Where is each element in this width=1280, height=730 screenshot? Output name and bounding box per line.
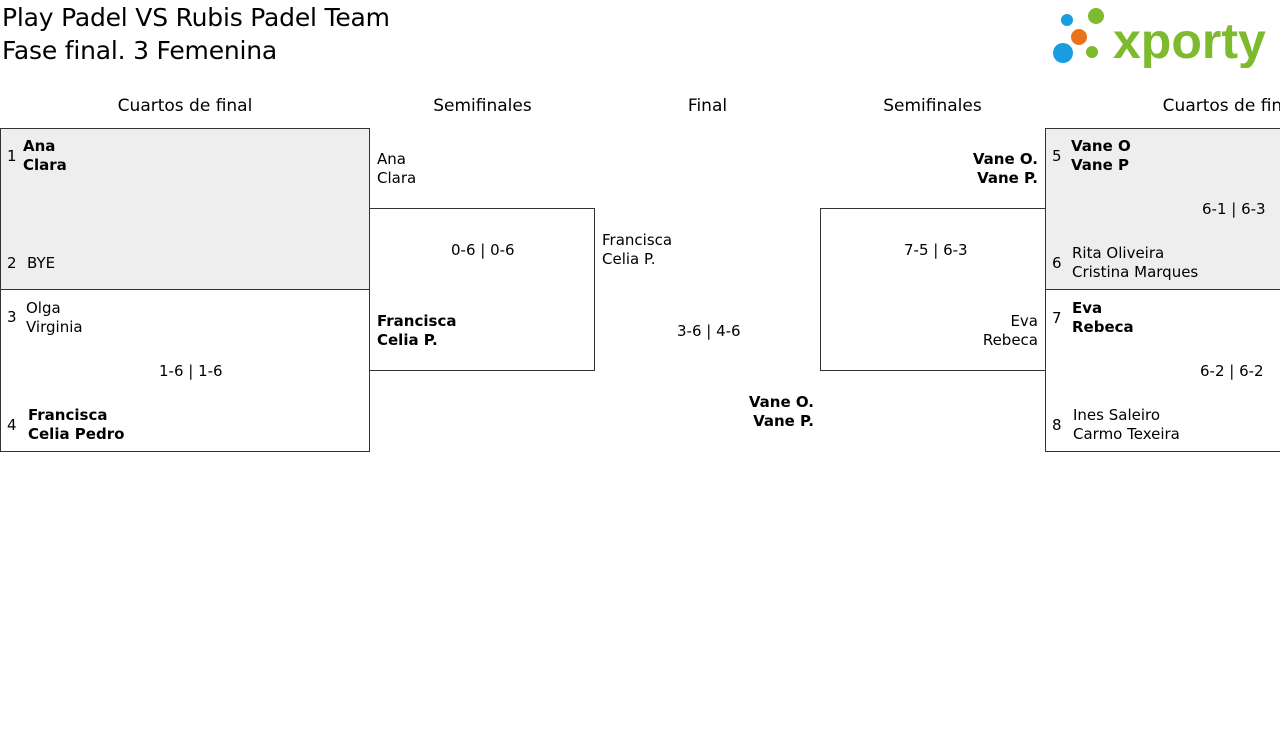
team: Ana Clara bbox=[377, 150, 416, 188]
seed-number: 8 bbox=[1052, 416, 1062, 434]
player-name: Vane P. bbox=[977, 169, 1038, 187]
svg-text:xporty: xporty bbox=[1113, 13, 1266, 68]
match-score: 0-6 | 0-6 bbox=[451, 241, 515, 259]
player-name: Vane P bbox=[1071, 156, 1129, 174]
player-name: Vane O. bbox=[748, 393, 814, 411]
round-header-final: Final bbox=[687, 96, 728, 116]
round-header-right-quarters: Cuartos de final bbox=[1162, 96, 1280, 116]
xporty-logo[interactable]: xporty bbox=[1050, 2, 1278, 69]
player-name: Francisca bbox=[602, 231, 673, 249]
player-name: Olga bbox=[26, 299, 61, 317]
player-name: Ana bbox=[377, 150, 406, 168]
team-winner: Vane O. Vane P. bbox=[920, 150, 1038, 188]
team: Olga Virginia bbox=[26, 299, 83, 337]
round-header-left-semis: Semifinales bbox=[433, 96, 532, 116]
team-winner: Vane O Vane P bbox=[1071, 137, 1131, 175]
seed-number: 1 bbox=[7, 147, 17, 165]
page-title: Play Padel VS Rubis Padel Team bbox=[2, 3, 390, 32]
match-score: 7-5 | 6-3 bbox=[904, 241, 968, 259]
team-winner: Ana Clara bbox=[23, 137, 67, 175]
player-name: Celia P. bbox=[602, 250, 656, 268]
player-name: Francisca bbox=[28, 406, 108, 424]
seed-number: 7 bbox=[1052, 309, 1062, 327]
player-name: Clara bbox=[377, 169, 417, 187]
player-name: Vane O. bbox=[972, 150, 1038, 168]
player-name: Virginia bbox=[26, 318, 83, 336]
player-name: Celia Pedro bbox=[28, 425, 125, 443]
player-name: Ines Saleiro bbox=[1073, 406, 1161, 424]
player-name: Cristina Marques bbox=[1072, 263, 1199, 281]
player-name: Vane O bbox=[1071, 137, 1131, 155]
round-header-left-quarters: Cuartos de final bbox=[117, 96, 253, 116]
player-name: Celia P. bbox=[377, 331, 438, 349]
player-name: Rebeca bbox=[982, 331, 1038, 349]
xporty-logo-icon: xporty bbox=[1053, 8, 1266, 69]
match-score: 6-1 | 6-3 bbox=[1202, 200, 1266, 218]
page-subtitle: Fase final. 3 Femenina bbox=[2, 36, 278, 65]
seed-number: 4 bbox=[7, 416, 17, 434]
seed-number: 6 bbox=[1052, 254, 1062, 272]
team-winner: Francisca Celia Pedro bbox=[28, 406, 124, 444]
team-winner: Vane O. Vane P. bbox=[700, 393, 814, 431]
match-right-quarter-2[interactable] bbox=[1045, 289, 1280, 452]
team-winner: Eva Rebeca bbox=[1072, 299, 1134, 337]
match-score: 6-2 | 6-2 bbox=[1200, 362, 1264, 380]
team: Rita Oliveira Cristina Marques bbox=[1072, 244, 1198, 282]
seed-number: 5 bbox=[1052, 147, 1062, 165]
player-name: BYE bbox=[27, 254, 56, 272]
match-right-quarter-1[interactable] bbox=[1045, 128, 1280, 290]
player-name: Carmo Texeira bbox=[1073, 425, 1180, 443]
team: Ines Saleiro Carmo Texeira bbox=[1073, 406, 1180, 444]
player-name: Rita Oliveira bbox=[1072, 244, 1165, 262]
team-winner: Francisca Celia P. bbox=[377, 312, 456, 350]
player-name: Francisca bbox=[377, 312, 457, 330]
team-bye: BYE bbox=[27, 254, 55, 273]
player-name: Vane P. bbox=[753, 412, 814, 430]
player-name: Clara bbox=[23, 156, 67, 174]
match-score: 1-6 | 1-6 bbox=[159, 362, 223, 380]
match-left-semi[interactable] bbox=[369, 208, 595, 371]
team: Eva Rebeca bbox=[920, 312, 1038, 350]
round-header-right-semis: Semifinales bbox=[883, 96, 982, 116]
player-name: Rebeca bbox=[1072, 318, 1134, 336]
seed-number: 2 bbox=[7, 254, 17, 272]
team: Francisca Celia P. bbox=[602, 231, 672, 269]
seed-number: 3 bbox=[7, 308, 17, 326]
player-name: Eva bbox=[1072, 299, 1103, 317]
player-name: Eva bbox=[1010, 312, 1038, 330]
match-left-quarter-1[interactable] bbox=[0, 128, 370, 290]
final-score[interactable]: 3-6 | 4-6 bbox=[677, 322, 741, 340]
player-name: Ana bbox=[23, 137, 56, 155]
